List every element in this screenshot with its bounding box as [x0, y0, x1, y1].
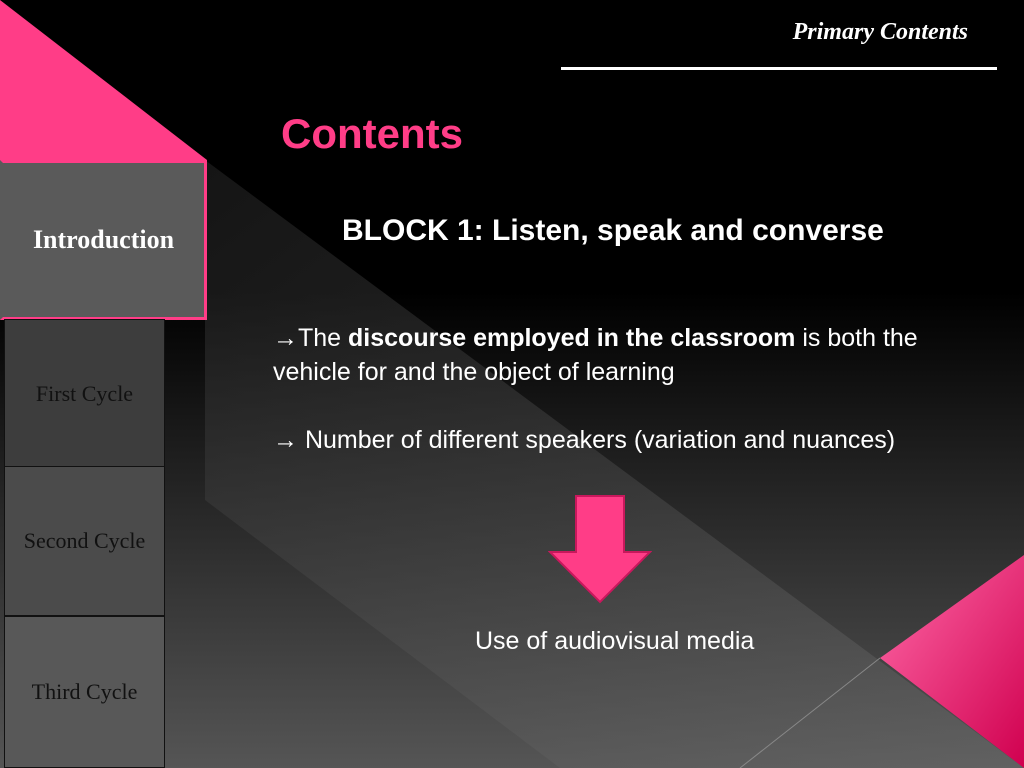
slide-title: Contents	[281, 110, 463, 157]
bullet-discourse: →The discourse employed in the classroom…	[273, 321, 993, 389]
header-rule	[561, 67, 997, 70]
bullet-text-suffix: is both the vehicle for and the object o…	[273, 324, 918, 386]
down-arrow-icon	[548, 495, 652, 604]
sidebar-item-label: Introduction	[32, 225, 175, 254]
bullet-text-bold: discourse employed in the classroom	[348, 324, 796, 352]
arrow-icon: →	[273, 426, 298, 454]
bottom-right-pink-triangle	[880, 555, 1024, 768]
top-left-pink-triangle	[0, 0, 207, 160]
block-heading: BLOCK 1: Listen, speak and converse	[342, 214, 884, 247]
diagonal-line	[739, 657, 881, 768]
sidebar-item-third-cycle[interactable]: Third Cycle	[4, 616, 165, 768]
sidebar-item-label: Second Cycle	[23, 528, 146, 553]
sidebar-item-second-cycle[interactable]: Second Cycle	[4, 466, 165, 616]
sidebar-item-introduction[interactable]: Introduction	[0, 160, 207, 320]
diagonal-sheen	[205, 160, 1024, 768]
sidebar-item-label: First Cycle	[35, 381, 134, 406]
arrow-icon: →	[273, 324, 298, 352]
sidebar-item-first-cycle[interactable]: First Cycle	[4, 319, 165, 469]
bullet-speakers: → Number of different speakers (variatio…	[273, 423, 895, 457]
bullet-text: Number of different speakers (variation …	[298, 426, 896, 454]
sidebar-item-label: Third Cycle	[31, 679, 138, 704]
bullet-text-prefix: The	[298, 324, 349, 352]
header-title: Primary Contents	[792, 19, 968, 45]
media-label: Use of audiovisual media	[475, 627, 755, 655]
